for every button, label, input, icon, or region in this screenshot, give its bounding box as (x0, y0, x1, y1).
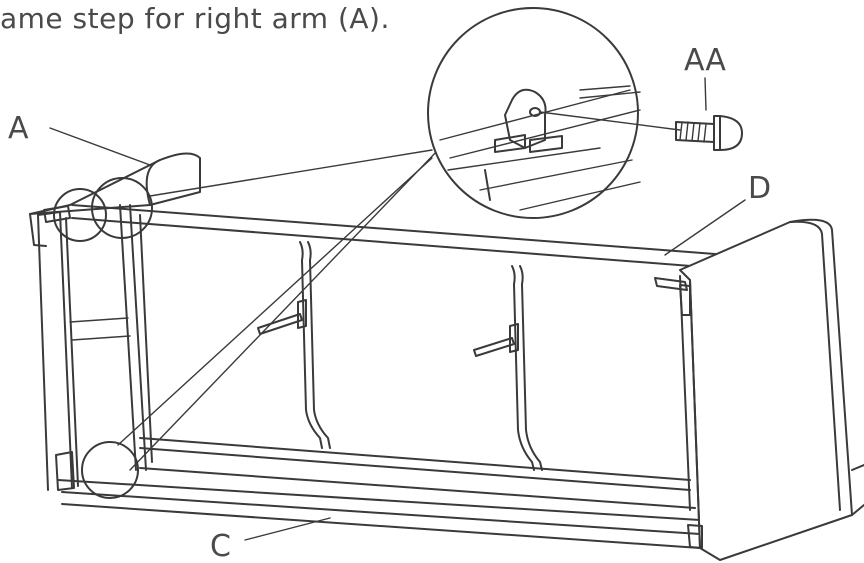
corner-brackets (55, 277, 703, 549)
label-d: D (748, 171, 771, 206)
center-supports (257, 241, 543, 471)
callout-circles (53, 147, 441, 499)
bolt-aa (675, 77, 743, 151)
right-arm (679, 218, 864, 561)
magnified-detail (427, 7, 681, 219)
leader-lines (49, 127, 746, 541)
label-c: C (210, 529, 231, 563)
label-a: A (8, 111, 29, 146)
label-aa: AA (684, 43, 726, 78)
instruction-text: ame step for right arm (A). (0, 2, 390, 35)
left-arm-a (29, 152, 201, 491)
